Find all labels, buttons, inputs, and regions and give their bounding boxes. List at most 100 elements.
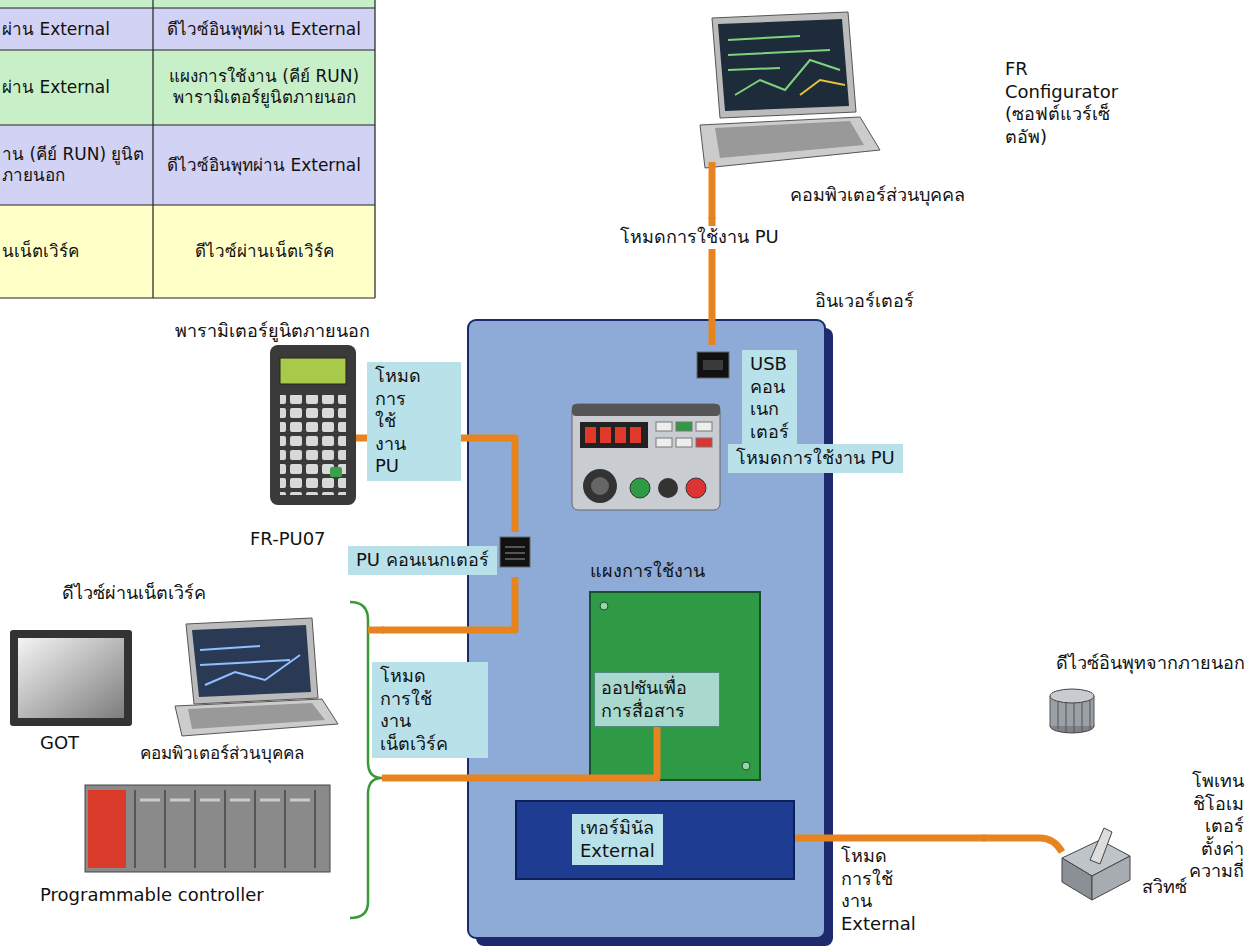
mode-table (0, 0, 375, 8)
node-text: Programmable controller (40, 884, 264, 907)
table-cell: ดีไวซ์อินพุทผ่าน External (155, 19, 373, 40)
operation-panel-keypad (572, 404, 720, 510)
operation-panel-keypad (615, 427, 626, 443)
operation-panel-keypad (630, 427, 641, 443)
switch-icon (1090, 828, 1112, 864)
table-cell: าน (คีย์ RUN) ยูนิตภายนอก (2, 144, 152, 187)
got-display (10, 630, 132, 726)
network-laptop (200, 646, 300, 685)
mode-table (0, 8, 375, 50)
network-bracket (350, 602, 382, 918)
mode-table (0, 125, 375, 205)
node-text: โพเทนชิโอเมเตอร์ ตั้งค่าความถี่ (1189, 770, 1244, 883)
operation-panel-keypad (686, 478, 706, 498)
node-text: อินเวอร์เตอร์ (815, 290, 914, 313)
network-laptop (188, 703, 325, 729)
network-laptop (186, 618, 318, 704)
operation-panel-keypad (572, 404, 720, 416)
operation-panel: แผงการใช้งานออปชันเพื่อการสื่อสาร (585, 556, 765, 782)
parameter-unit-device (270, 345, 356, 505)
laptop-icon (709, 162, 716, 219)
network-devices: ดีไวซ์ผ่านเน็ตเวิร์ค GOT คอมพิวเตอร์ส่วนบุ… (0, 580, 382, 923)
mode-table (0, 0, 375, 298)
pu-port (500, 537, 530, 567)
node-text: PU คอนเนกเตอร์ (348, 546, 497, 575)
cable-connector (795, 835, 985, 842)
node-text: GOT (40, 732, 79, 755)
laptop-icon (712, 12, 856, 118)
node-text: ดีไวซ์อินพุทจากภายนอก (1056, 652, 1245, 675)
node-text: คอมพิวเตอร์ส่วนบุคคล (790, 184, 965, 207)
cable-connector (382, 577, 515, 630)
node-text: แผงการใช้งาน (590, 560, 705, 583)
table-cell: ผ่าน External (2, 19, 152, 40)
pu-port (500, 537, 530, 567)
network-bracket (350, 602, 384, 918)
operation-panel-keypad (580, 422, 648, 448)
plc-rack (88, 790, 126, 868)
inverter-body (468, 320, 825, 938)
control-board (742, 762, 750, 770)
got-display (10, 630, 132, 726)
usb-port (697, 352, 729, 378)
switch-icon (1062, 858, 1092, 900)
operation-panel-keypad (572, 404, 720, 510)
table-cell: แผงการใช้งาน (คีย์ RUN) พารามิเตอร์ยูนิต… (155, 66, 373, 109)
operation-panel-keypad (696, 422, 712, 431)
table-cell: ดีไวซ์ผ่านเน็ตเวิร์ค (155, 241, 373, 262)
plc-rack (85, 785, 330, 872)
usb-connector: USB คอนเนกเตอร์ (690, 345, 840, 448)
laptop-icon (715, 121, 864, 158)
pu-port (505, 547, 525, 559)
personal-computer: FR Configurator (ซอฟต์แวร์เซ็ตอัพ) คอมพิว… (680, 5, 1245, 217)
control-board (600, 602, 608, 610)
mode-table (0, 0, 375, 298)
mode-table (0, 205, 375, 298)
operation-panel-keypad (656, 422, 672, 431)
usb-port (703, 360, 723, 370)
laptop-icon (718, 19, 849, 111)
communication-option: ออปชันเพื่อการสื่อสาร (594, 672, 720, 727)
switch-device: สวิทซ์ (1055, 828, 1215, 913)
usb-port (697, 352, 729, 378)
network-laptop (192, 625, 311, 697)
node-text: FR-PU07 (250, 528, 326, 551)
laptop-icon (728, 36, 840, 95)
node-text: สวิทซ์ (1142, 876, 1187, 899)
table-cell: ผ่าน External (2, 77, 152, 98)
operation-panel-keypad (676, 438, 692, 447)
operation-panel-keypad (600, 427, 611, 443)
mode-label: โหมดการใช้งาน PU (617, 226, 782, 249)
potentiometer-icon (1050, 689, 1094, 733)
network-computer: คอมพิวเตอร์ส่วนบุคคล (138, 612, 370, 775)
mode-label: โหมดการใช้งาน External (838, 845, 919, 935)
parameter-unit-device (280, 358, 346, 384)
switch-icon (983, 828, 1130, 900)
potentiometer-icon (1050, 689, 1094, 703)
control-board (590, 592, 760, 780)
laptop-icon (700, 117, 880, 168)
node-text: เทอร์มินัล External (572, 814, 663, 865)
network-laptop (175, 699, 338, 736)
node-text: ออปชันเพื่อการสื่อสาร (595, 673, 719, 726)
node-text: FR Configurator (ซอฟต์แวร์เซ็ตอัพ) (1005, 58, 1118, 148)
node-text: พารามิเตอร์ยูนิตภายนอก (175, 320, 370, 343)
mode-label: โหมดการใช้งาน PU (728, 444, 903, 473)
laptop-icon (800, 80, 845, 95)
plc-rack (140, 799, 310, 802)
mode-table (0, 50, 375, 125)
operation-panel-keypad (676, 422, 692, 431)
operation-panel-keypad (630, 478, 650, 498)
operation-panel-keypad (656, 438, 672, 447)
node-text: ดีไวซ์ผ่านเน็ตเวิร์ค (62, 582, 206, 605)
external-terminal: เทอร์มินัล External (515, 800, 795, 880)
table-cell: ดีไวซ์อินพุทผ่าน External (155, 155, 373, 176)
parameter-unit-device (280, 395, 346, 495)
network-bracket (368, 627, 384, 634)
operation-panel-keypad (585, 427, 596, 443)
got-display (18, 638, 124, 718)
inverter-body (468, 320, 833, 946)
parameter-unit-device (330, 467, 342, 477)
operation-panel-keypad (658, 478, 678, 498)
